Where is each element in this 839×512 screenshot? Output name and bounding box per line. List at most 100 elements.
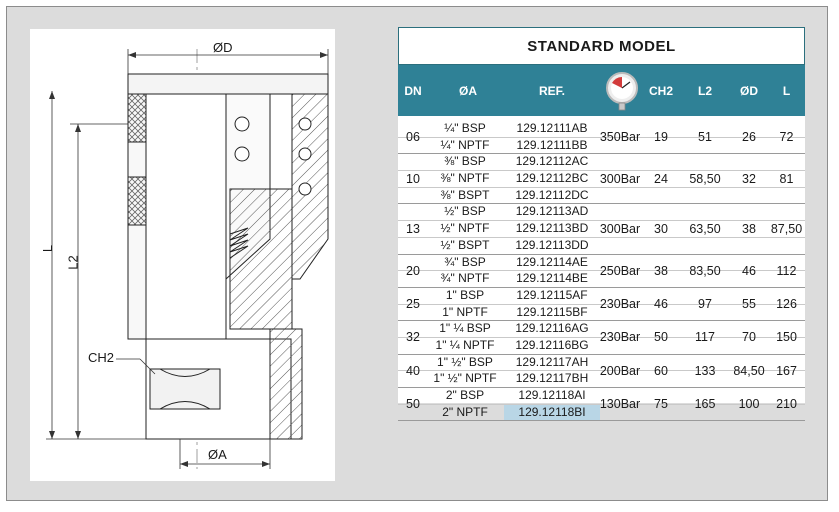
cell-ch2: 24 [654,171,668,186]
cell-ref[interactable]: 129.12114BE [516,271,588,286]
cell-od: 32 [742,171,756,186]
cell-thread: ⅜" BSPT [440,187,490,202]
cell-od: 100 [738,397,760,412]
cell-od: 84,50 [733,363,765,378]
header-od: ØD [740,83,758,98]
cell-thread: ⅜" NPTF [440,171,490,186]
cell-thread: ½" NPTF [440,221,490,236]
cell-ref[interactable]: 129.12112DC [515,187,589,202]
cell-l2: 97 [698,297,712,312]
cell-l: 167 [776,363,797,378]
header-ch2: CH2 [648,83,673,98]
header-oa: ØA [459,83,477,98]
cell-ref[interactable]: 129.12113DD [515,237,589,252]
cell-thread: 2" BSP [445,388,485,402]
cell-thread: 1" NPTF [442,304,488,319]
cell-ch2: 50 [654,330,668,345]
cell-dn: 13 [406,221,420,236]
table-row: 1" ¼ BSP 129.12116AG 1" ¼ NPTF 129.12116BG… [398,321,805,355]
technical-drawing-panel: ØD L L2 CH2 ØA [30,29,335,481]
cell-pressure: 350Bar [599,130,641,145]
cell-od: 26 [742,130,756,145]
cell-ref[interactable]: 129.12111BB [516,137,588,152]
cell-dn: 40 [406,363,420,378]
cell-pressure: 230Bar [599,297,641,312]
cell-l: 210 [776,397,797,412]
header-l: L [782,83,791,98]
cell-ref[interactable]: 129.12115BF [516,304,588,319]
cell-od: 46 [742,263,756,278]
cell-ref[interactable]: 129.12118AI [518,388,586,402]
cell-l: 87,50 [770,221,803,236]
label-l: L [40,244,56,253]
cell-dn: 20 [406,263,420,278]
cell-ref[interactable]: 129.12112BC [515,171,589,186]
cell-ch2: 38 [654,263,668,278]
cell-l2: 83,50 [689,263,721,278]
cell-pressure: 230Bar [599,330,641,345]
cell-ref[interactable]: 129.12115AF [516,287,588,302]
cell-thread: ¼" BSP [444,121,486,135]
cell-od: 70 [742,330,756,345]
cell-thread: 1" ¼ BSP [439,321,491,336]
cell-od: 55 [742,297,756,312]
cell-l: 112 [776,263,797,278]
cell-pressure: 250Bar [599,263,641,278]
cell-od: 38 [742,221,756,236]
cell-ref[interactable]: 129.12117AH [515,354,589,369]
cell-ref-selected[interactable]: 129.12118BI [504,404,600,421]
table-title: STANDARD MODEL [398,27,805,65]
cell-l: 150 [776,330,797,345]
label-l2: L2 [65,255,81,270]
cell-ch2: 60 [654,363,668,378]
cell-pressure: 200Bar [599,363,641,378]
cell-ref[interactable]: 129.12111AB [516,121,588,135]
cell-thread: ½" BSP [444,204,486,219]
cell-ref[interactable]: 129.12114AE [516,254,588,269]
cell-l2: 63,50 [689,221,721,236]
cell-ref[interactable]: 129.12113BD [515,221,589,236]
cell-ref[interactable]: 129.12116BG [515,337,589,352]
cell-ref[interactable]: 129.12117BH [515,371,589,386]
cell-thread: 1" ½" NPTF [433,371,497,386]
cell-l2: 51 [698,130,712,145]
table-header-row: DN ØA REF. CH2 L2 ØD L [398,65,805,116]
cell-pressure: 300Bar [599,221,641,236]
header-ref: REF. [538,83,565,98]
header-l2: L2 [697,83,712,98]
cell-ch2: 19 [654,130,668,145]
cell-l2: 117 [695,330,715,345]
cell-ch2: 30 [654,221,668,236]
table-row: 1" ½" BSP 129.12117AH 1" ½" NPTF 129.12117… [398,355,805,388]
cell-thread: ¼" NPTF [440,137,490,152]
cell-thread: 1" ½" BSP [437,354,493,369]
cell-pressure: 130Bar [599,397,641,412]
cell-thread: ¾" BSP [444,254,486,269]
cell-ref[interactable]: 129.12116AG [515,321,589,336]
cell-l: 126 [776,297,797,312]
cell-ref[interactable]: 129.12113AD [515,204,589,219]
cell-l2: 133 [694,363,716,378]
pressure-gauge-icon [603,65,641,116]
label-d: ØD [213,40,233,55]
cell-thread: ⅜" BSP [444,154,486,169]
cell-thread: 2" NPTF [442,404,488,419]
header-dn: DN [404,83,422,98]
standard-model-table: STANDARD MODEL DN ØA REF. CH2 L2 ØD L ¼"… [398,27,805,422]
cell-thread: 1" BSP [445,287,485,302]
cell-dn: 06 [406,130,420,145]
cell-ch2: 75 [654,397,668,412]
cell-thread: 1" ¼ NPTF [435,337,495,352]
cell-dn: 10 [406,171,420,186]
cell-ch2: 46 [654,297,668,312]
cell-l2: 58,50 [689,171,721,186]
cell-ref[interactable]: 129.12112AC [515,154,589,169]
cell-dn: 32 [406,330,420,345]
table-row: ⅜" BSP 129.12112AC ⅜" NPTF 129.12112BC ⅜" … [398,154,805,205]
cell-thread: ¾" NPTF [440,271,490,286]
